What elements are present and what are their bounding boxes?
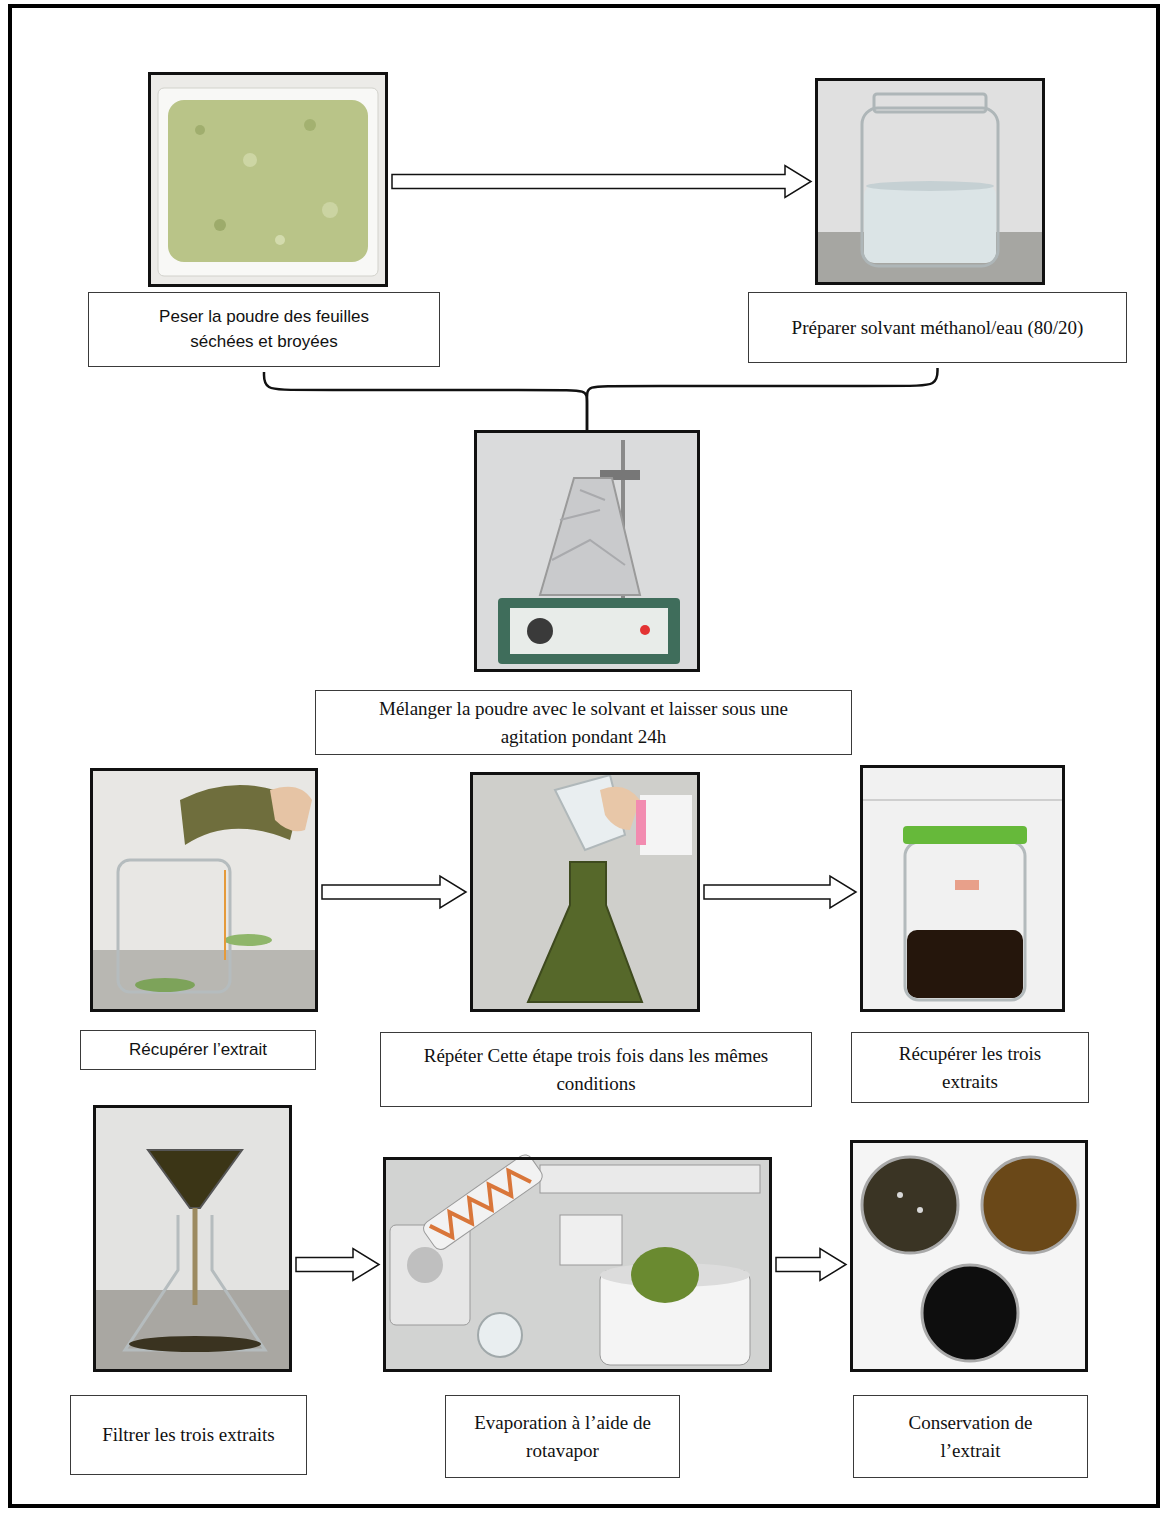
funnel bbox=[148, 1150, 242, 1208]
funnel-stem bbox=[193, 1208, 198, 1305]
step-caption: Préparer solvant méthanol/eau (80/20) bbox=[748, 292, 1127, 363]
step-caption: Récupérer l’extrait bbox=[80, 1030, 316, 1070]
photo-step: Filtrer les trois extraits bbox=[93, 1105, 292, 1372]
petri-dish bbox=[862, 1157, 958, 1253]
rotavapor-photo bbox=[383, 1152, 772, 1372]
stirrer-base bbox=[498, 598, 680, 664]
powder-grain bbox=[322, 202, 338, 218]
foil-crease bbox=[552, 490, 625, 565]
stirrer-panel bbox=[510, 608, 668, 654]
photo-ground bbox=[470, 772, 700, 1012]
merge-brace bbox=[587, 368, 938, 430]
powder-grain bbox=[214, 219, 226, 231]
merge-brace bbox=[264, 372, 587, 430]
hand bbox=[270, 787, 312, 832]
stirrer-light bbox=[640, 625, 650, 635]
powder-grain bbox=[243, 153, 257, 167]
stand-rod bbox=[224, 870, 226, 960]
filtrate bbox=[129, 1336, 261, 1352]
step-caption: Conservation de l’extrait bbox=[853, 1395, 1088, 1478]
flow-arrow bbox=[704, 876, 856, 908]
condenser bbox=[420, 1152, 545, 1253]
control-unit bbox=[540, 1165, 760, 1193]
flow-arrow bbox=[296, 1249, 379, 1281]
powder-grain bbox=[195, 125, 205, 135]
step-caption: Mélanger la poudre avec le solvant et la… bbox=[315, 690, 852, 755]
condenser-glass bbox=[420, 1152, 545, 1253]
photo-step: Peser la poudre des feuilles séchées et … bbox=[148, 72, 388, 287]
container bbox=[158, 88, 378, 276]
flow-arrow bbox=[392, 166, 811, 198]
powder bbox=[168, 100, 368, 262]
flow-arrow bbox=[322, 876, 466, 908]
step-caption: Filtrer les trois extraits bbox=[70, 1395, 307, 1475]
foil-flask bbox=[540, 478, 640, 595]
motor-head bbox=[560, 1215, 622, 1265]
photo-step: Récupérer l’extrait bbox=[90, 768, 318, 1012]
stirrer-knob bbox=[527, 618, 553, 644]
flow-arrow bbox=[776, 1249, 846, 1281]
powder-grain bbox=[304, 119, 316, 131]
instrument-port bbox=[407, 1247, 443, 1283]
photo-ground bbox=[90, 768, 318, 1012]
jar-neck bbox=[874, 94, 986, 112]
empty-jar bbox=[118, 860, 230, 992]
photo-step: Préparer solvant méthanol/eau (80/20) bbox=[815, 78, 1045, 285]
photo-ground bbox=[860, 765, 1065, 1012]
shelf bbox=[860, 799, 1065, 801]
photo-step: Récupérer les trois extraits bbox=[860, 765, 1065, 1012]
photo-ground bbox=[850, 1140, 1088, 1372]
photo-step: Conservation de l’extrait bbox=[850, 1140, 1088, 1372]
petri-dish bbox=[922, 1265, 1018, 1361]
jar-lid bbox=[135, 978, 195, 992]
jar-label bbox=[955, 880, 979, 890]
bench bbox=[90, 950, 318, 1012]
reflection bbox=[897, 1192, 903, 1198]
outer-frame bbox=[10, 6, 1158, 1506]
evaporating-flask bbox=[631, 1247, 699, 1303]
petri-dish bbox=[982, 1157, 1078, 1253]
hand bbox=[600, 787, 640, 830]
photo-ground bbox=[474, 430, 700, 672]
photo-step: Mélanger la poudre avec le solvant et la… bbox=[474, 430, 700, 672]
flask-extract bbox=[528, 862, 642, 1002]
glass-jar bbox=[905, 842, 1025, 1000]
photo-step: Répéter Cette étape trois fois dans les … bbox=[470, 772, 700, 1012]
solvent bbox=[864, 185, 996, 263]
solvent-photo bbox=[815, 78, 1045, 285]
filter-photo bbox=[93, 1105, 292, 1372]
receiving-flask bbox=[478, 1313, 522, 1357]
powder-grain bbox=[275, 235, 285, 245]
step-caption: Evaporation à l’aide de rotavapor bbox=[445, 1395, 680, 1478]
dark-extract bbox=[907, 930, 1023, 998]
photo-ground bbox=[93, 1105, 292, 1372]
photo-step: Evaporation à l’aide de rotavapor bbox=[383, 1157, 772, 1372]
photo-ground bbox=[815, 78, 1045, 285]
powder-photo bbox=[148, 72, 388, 287]
liquid-surface bbox=[866, 181, 994, 191]
coat-cuff bbox=[636, 800, 646, 845]
petri-photo bbox=[850, 1140, 1088, 1372]
step-caption: Récupérer les trois extraits bbox=[851, 1032, 1089, 1103]
pouring-photo bbox=[90, 768, 318, 1012]
stirrer-photo bbox=[474, 430, 700, 672]
extracts-jar-photo bbox=[860, 765, 1065, 1012]
photo-ground bbox=[383, 1157, 772, 1372]
repeat-photo bbox=[470, 772, 700, 1012]
jar-lid bbox=[224, 934, 272, 946]
receiving-flask bbox=[125, 1215, 265, 1350]
glass-jar bbox=[862, 108, 998, 266]
step-caption: Répéter Cette étape trois fois dans les … bbox=[380, 1032, 812, 1107]
photo-ground bbox=[148, 72, 388, 287]
step-caption: Peser la poudre des feuilles séchées et … bbox=[88, 292, 440, 367]
lab-coat bbox=[640, 795, 692, 855]
jar-lid bbox=[903, 826, 1027, 844]
reflection bbox=[917, 1207, 923, 1213]
condenser-coil bbox=[430, 1164, 531, 1244]
